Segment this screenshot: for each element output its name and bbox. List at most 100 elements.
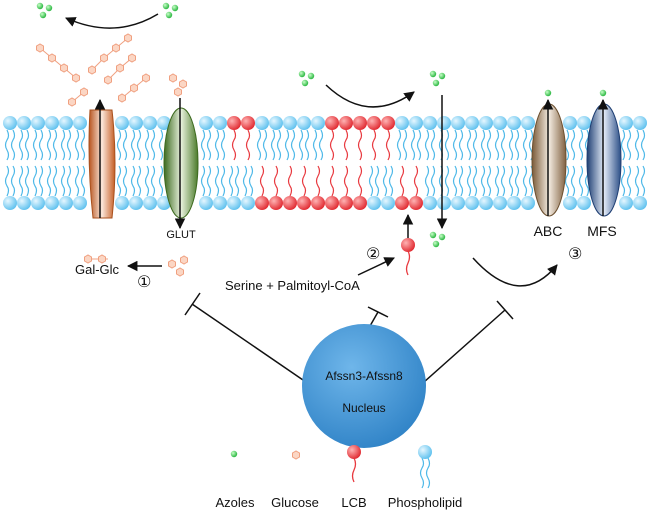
- legend-phospholipid-label: Phospholipid: [388, 495, 462, 510]
- azole-icon: [162, 2, 170, 10]
- lipid-tail: [357, 165, 363, 197]
- phospholipid-head: [409, 116, 423, 130]
- step3-curved-arrow: [472, 257, 558, 287]
- lcb-head: [241, 116, 255, 130]
- lipid-tail: [74, 165, 80, 197]
- lipid-tail: [472, 165, 478, 197]
- phospholipid-head: [633, 116, 647, 130]
- lipid-tail: [10, 165, 16, 197]
- phospholipid-head: [17, 196, 31, 210]
- phospholipid-head: [227, 196, 241, 210]
- lipid-tail: [626, 129, 632, 161]
- phospholipid-head: [619, 116, 633, 130]
- lipid-tail: [74, 129, 80, 161]
- lipid-tail: [494, 165, 500, 197]
- glucose-icon: [168, 259, 176, 269]
- lipid-tail: [315, 165, 321, 197]
- lipid-tail: [472, 129, 478, 161]
- lipid-tail: [570, 129, 576, 161]
- lipid-tail: [116, 129, 122, 161]
- lipid-tail: [424, 129, 430, 161]
- glucose-icon: [169, 73, 177, 83]
- lipid-tail: [116, 165, 122, 197]
- lipid-tail: [634, 165, 640, 197]
- membrane-curved-arrow: [325, 84, 415, 108]
- azole-icon: [544, 89, 552, 97]
- lipid-tail: [486, 129, 492, 161]
- lipid-tail: [220, 129, 226, 161]
- legend-glucose-icon: [292, 450, 300, 460]
- phospholipid-head: [479, 116, 493, 130]
- lipid-tail: [24, 129, 30, 161]
- glucose-icon: [72, 73, 80, 83]
- lipid-tail: [425, 457, 431, 489]
- phospholipid-head: [31, 116, 45, 130]
- lipid-tail: [396, 129, 402, 161]
- lipid-tail: [486, 165, 492, 197]
- glucose-icon: [124, 33, 132, 43]
- glucose-icon: [179, 79, 187, 89]
- glucose-icon: [68, 97, 76, 107]
- azole-icon: [432, 79, 440, 87]
- phospholipid-head: [283, 116, 297, 130]
- lcb-head: [325, 196, 339, 210]
- phospholipid-head: [59, 196, 73, 210]
- azole-icon: [36, 2, 44, 10]
- azole-icon: [429, 70, 437, 78]
- lipid-tail: [32, 165, 38, 197]
- lipid-tail: [500, 129, 506, 161]
- lipid-tail: [466, 129, 472, 161]
- glucose-icon: [88, 65, 96, 75]
- phospholipid-head: [563, 116, 577, 130]
- lipid-tail: [144, 165, 150, 197]
- lipid-tail: [256, 129, 262, 161]
- glucose-icon: [176, 267, 184, 277]
- lipid-tail: [343, 165, 349, 197]
- glucose-icon: [118, 93, 126, 103]
- phospholipid-head: [493, 196, 507, 210]
- lipid-tail: [136, 129, 142, 161]
- phospholipid-head: [465, 116, 479, 130]
- gal-glc-label: Gal-Glc: [75, 262, 120, 277]
- lipid-tail: [52, 165, 58, 197]
- nucleus-genes-label: Afssn3-Afssn8: [325, 369, 403, 383]
- lipid-tail: [242, 165, 248, 197]
- lipid-tail: [570, 165, 576, 197]
- lipid-tail: [298, 129, 304, 161]
- lipid-tail: [46, 165, 52, 197]
- step1-marker: ①: [137, 274, 151, 291]
- lipid-tail: [130, 165, 136, 197]
- azole-icon: [438, 233, 446, 241]
- lipid-tail: [458, 165, 464, 197]
- lipid-tail: [522, 165, 528, 197]
- lipid-tail: [578, 165, 584, 197]
- phospholipid-head: [157, 196, 171, 210]
- phospholipid-head: [17, 116, 31, 130]
- lcb-head: [339, 116, 353, 130]
- lipid-tail: [228, 165, 234, 197]
- lipid-tail: [500, 165, 506, 197]
- lipid-tail: [46, 129, 52, 161]
- lipid-tail: [150, 165, 156, 197]
- lipid-tail: [329, 165, 335, 197]
- lipid-tail: [430, 129, 436, 161]
- phospholipid-head: [45, 116, 59, 130]
- glucose-icon: [48, 53, 56, 63]
- glucose-icon: [142, 73, 150, 83]
- phospholipid-head: [31, 196, 45, 210]
- lcb-tail: [351, 457, 357, 483]
- lipid-tail: [80, 129, 86, 161]
- phospholipid-head: [479, 196, 493, 210]
- azole-icon: [171, 4, 179, 12]
- molecules: [36, 2, 607, 277]
- lcb-head: [367, 116, 381, 130]
- azole-icon: [45, 4, 53, 12]
- lipid-tail: [371, 129, 377, 161]
- phospholipid-head: [213, 116, 227, 130]
- lipid-tail: [452, 165, 458, 197]
- phospholipid-head: [73, 116, 87, 130]
- lipid-tail: [270, 129, 276, 161]
- phospholipid-head: [437, 116, 451, 130]
- lipid-tail: [312, 129, 318, 161]
- lipid-tail: [304, 129, 310, 161]
